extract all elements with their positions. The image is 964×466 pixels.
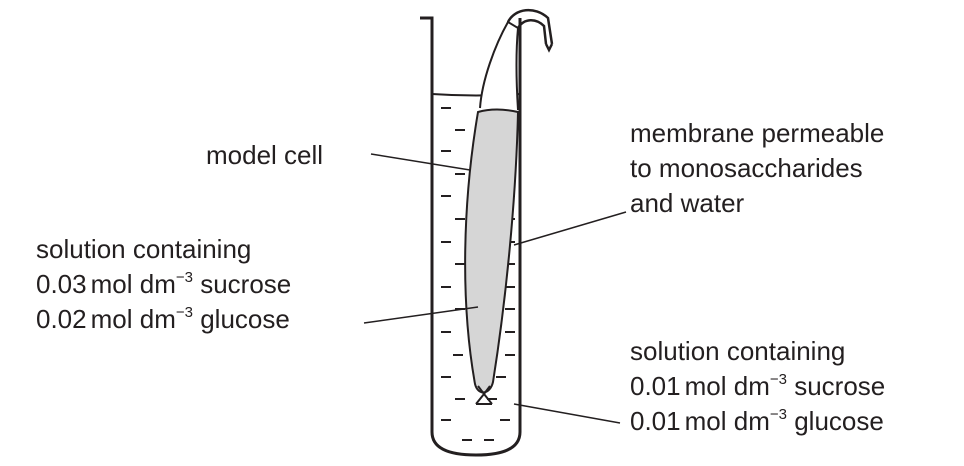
inner-sucrose-exp: −3 — [175, 269, 193, 286]
leader-lines — [363, 153, 627, 424]
membrane-line-1: membrane permeable — [630, 118, 885, 148]
outer-glucose-unit: mol dm — [684, 406, 770, 436]
inner-glucose-exp: −3 — [175, 304, 193, 321]
outer-sucrose-amount: 0.01 — [630, 371, 681, 401]
test-tube — [420, 16, 522, 457]
cell-neck — [479, 20, 520, 111]
inner-glucose-unit: mol dm — [90, 304, 176, 334]
tied-end — [475, 385, 493, 405]
outer-sucrose-exp: −3 — [769, 371, 787, 388]
model-cell-text: model cell — [206, 140, 324, 170]
inner-glucose-amount: 0.02 — [36, 304, 87, 334]
bag-hook — [506, 9, 554, 53]
outer-solution-heading: solution containing — [630, 336, 846, 366]
inner-sucrose-unit: mol dm — [90, 269, 176, 299]
model-cell-sac — [464, 108, 520, 394]
outer-glucose-amount: 0.01 — [630, 406, 681, 436]
membrane-line-2: to monosaccharides — [630, 153, 863, 183]
outer-glucose-exp: −3 — [769, 406, 787, 423]
inner-sucrose-amount: 0.03 — [36, 269, 87, 299]
leader-outer-solution — [513, 403, 621, 424]
outer-glucose-solute: glucose — [794, 406, 884, 436]
label-model-cell: model cell — [206, 140, 323, 175]
label-membrane: membrane permeable to monosaccharides an… — [630, 118, 884, 223]
inner-solution-heading: solution containing — [36, 234, 252, 264]
inner-glucose-solute: glucose — [200, 304, 290, 334]
leader-inner-solution — [363, 306, 479, 324]
leader-membrane — [513, 211, 627, 246]
outer-sucrose-solute: sucrose — [794, 371, 886, 401]
membrane-line-3: and water — [630, 188, 745, 218]
outer-sucrose-unit: mol dm — [684, 371, 770, 401]
inner-sucrose-solute: sucrose — [200, 269, 292, 299]
leader-model-cell — [370, 153, 471, 171]
